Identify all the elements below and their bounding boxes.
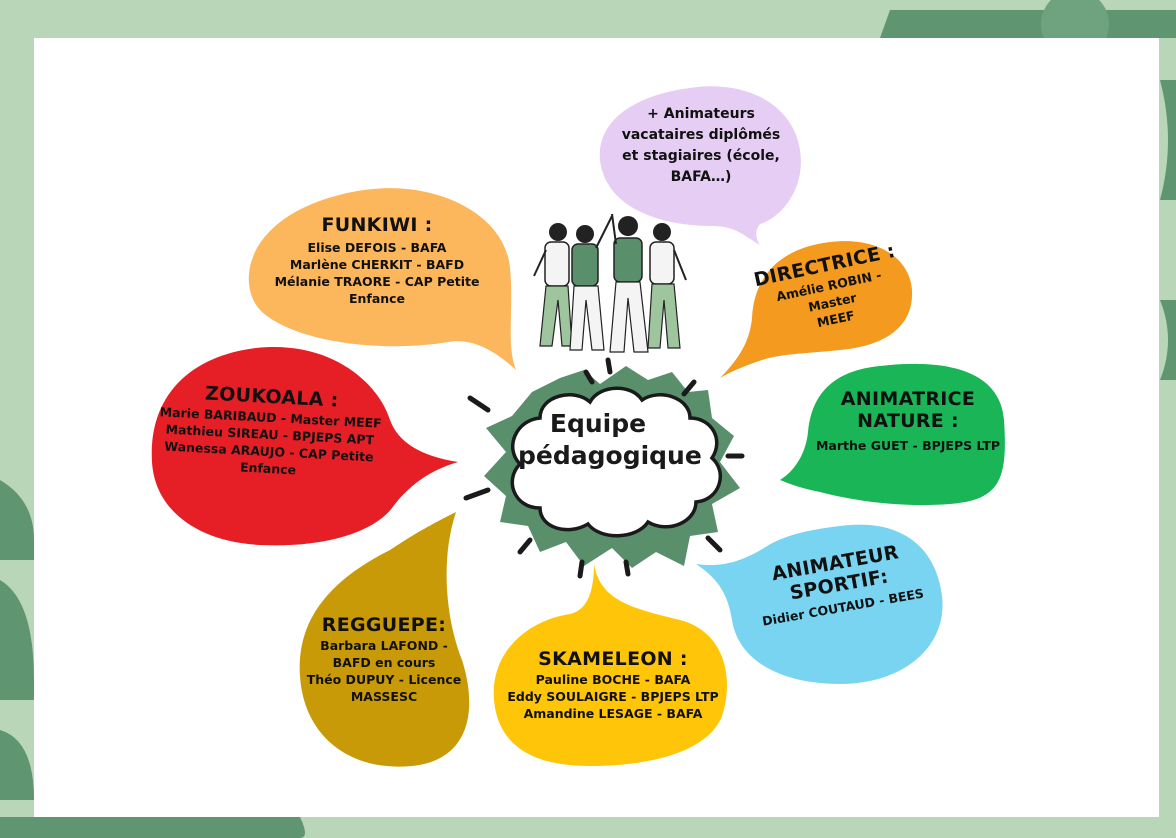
funkiwi-line: Mélanie TRAORE - CAP Petite — [274, 273, 480, 289]
skameleon-line: Pauline BOCHE - BAFA — [535, 672, 691, 687]
nature-text: ANIMATRICE NATURE : Marthe GUET - BPJEPS… — [808, 388, 1008, 455]
regguepe-title: REGGUEPE: — [321, 614, 447, 636]
team-high-five-icon — [533, 213, 687, 353]
nature-line: Marthe GUET - BPJEPS LTP — [815, 438, 1001, 453]
right-frame-shape-1 — [1160, 80, 1176, 200]
funkiwi-text: FUNKIWI : Elise DEFOIS - BAFA Marlène CH… — [262, 214, 492, 308]
bubble-animateurs — [599, 86, 801, 245]
animateurs-line: et stagiaires (école, — [622, 148, 780, 164]
regguepe-line: Barbara LAFOND - — [320, 638, 448, 653]
bubble-directrice — [720, 241, 913, 378]
center-cloud — [510, 386, 723, 538]
left-frame-shape-3 — [0, 730, 34, 800]
center-title-line1: Equipe — [549, 409, 647, 438]
bottom-frame-shape — [0, 817, 305, 838]
bubble-zoukoala — [151, 347, 458, 546]
left-frame-shape-2 — [0, 580, 34, 700]
skameleon-text: SKAMELEON : Pauline BOCHE - BAFA Eddy SO… — [500, 648, 726, 723]
nature-title-line: ANIMATRICE — [840, 388, 976, 410]
left-frame-shape-1 — [0, 480, 34, 560]
zoukoala-text: ZOUKOALA : Marie BARIBAUD - Master MEEF … — [148, 380, 392, 484]
funkiwi-line: Elise DEFOIS - BAFA — [307, 240, 447, 255]
bubble-regguepe — [299, 512, 470, 767]
skameleon-line: Amandine LESAGE - BAFA — [523, 705, 703, 721]
regguepe-line: MASSESC — [350, 688, 418, 704]
animateurs-text: + Animateurs vacataires diplômés et stag… — [606, 104, 796, 188]
center-title: Equipe pédagogique — [518, 408, 702, 472]
center-title-line2: pédagogique — [518, 441, 702, 470]
animateurs-line: vacataires diplômés — [621, 127, 781, 143]
regguepe-text: REGGUEPE: Barbara LAFOND - BAFD en cours… — [304, 614, 464, 706]
bubble-nature — [780, 363, 1005, 506]
funkiwi-line: Marlène CHERKIT - BAFD — [289, 256, 465, 272]
bubble-sportif — [696, 524, 943, 684]
bubble-funkiwi — [248, 188, 516, 370]
regguepe-line: BAFD en cours — [332, 654, 436, 670]
animateurs-line: + Animateurs — [647, 106, 755, 122]
central-burst — [463, 357, 745, 579]
animateurs-line: BAFA…) — [670, 169, 732, 185]
skameleon-line: Eddy SOULAIGRE - BPJEPS LTP — [507, 688, 719, 704]
funkiwi-line: Enfance — [348, 290, 406, 306]
skameleon-title: SKAMELEON : — [538, 648, 688, 670]
regguepe-line: Théo DUPUY - Licence — [306, 671, 462, 687]
nature-title-line: NATURE : — [857, 410, 959, 432]
bubble-skameleon — [493, 564, 727, 766]
burst-rays — [463, 357, 745, 579]
funkiwi-title: FUNKIWI : — [321, 214, 433, 236]
right-frame-shape-2 — [1160, 300, 1176, 380]
